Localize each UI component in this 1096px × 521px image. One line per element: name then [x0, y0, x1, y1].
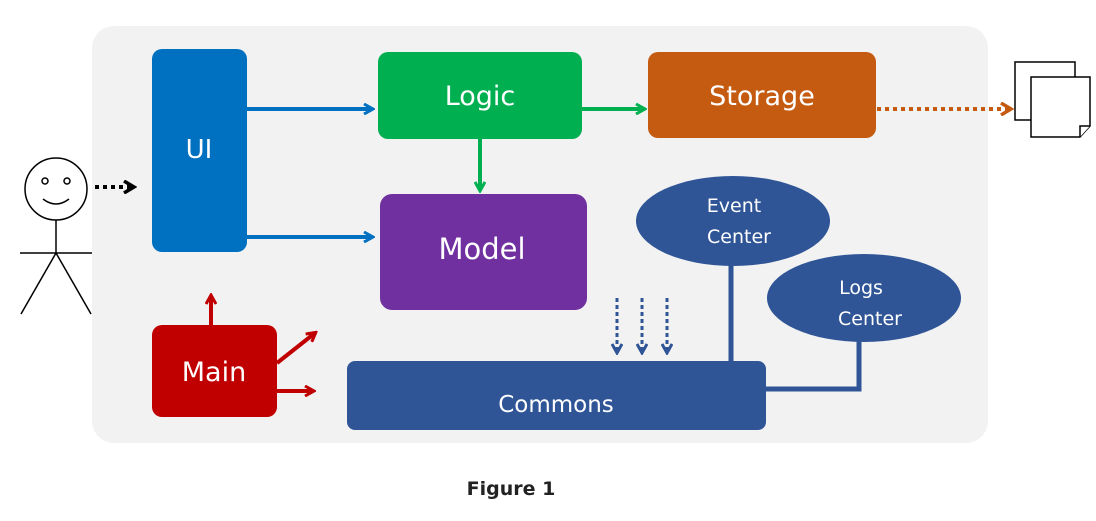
- event-center-label-line1: Event: [707, 195, 761, 217]
- model-box: [380, 194, 587, 310]
- commons-label: Commons: [498, 392, 614, 418]
- ui-box: [152, 49, 247, 252]
- logs-center-label-line1: Logs: [839, 277, 883, 299]
- main-box: [152, 325, 277, 417]
- figure-caption: Figure 1: [466, 478, 556, 500]
- main-diagonal-arrow: [275, 333, 315, 365]
- commons-box: [347, 361, 766, 430]
- main-label: Main: [182, 357, 246, 388]
- logs-center-label-line2: Center: [838, 308, 902, 330]
- stick-figure-user-icon: [20, 157, 92, 315]
- storage-label: Storage: [709, 81, 815, 112]
- logs-center-connector: [766, 341, 862, 392]
- ui-label: UI: [186, 135, 213, 165]
- storage-box: [648, 52, 876, 138]
- logic-label: Logic: [445, 81, 516, 112]
- model-label: Model: [438, 232, 525, 266]
- event-center-ellipse: [636, 176, 830, 266]
- stacked-documents-icon: [1014, 61, 1091, 138]
- logic-box: [378, 52, 582, 139]
- logs-center-ellipse: [767, 254, 961, 342]
- event-center-label-line2: Center: [707, 226, 771, 248]
